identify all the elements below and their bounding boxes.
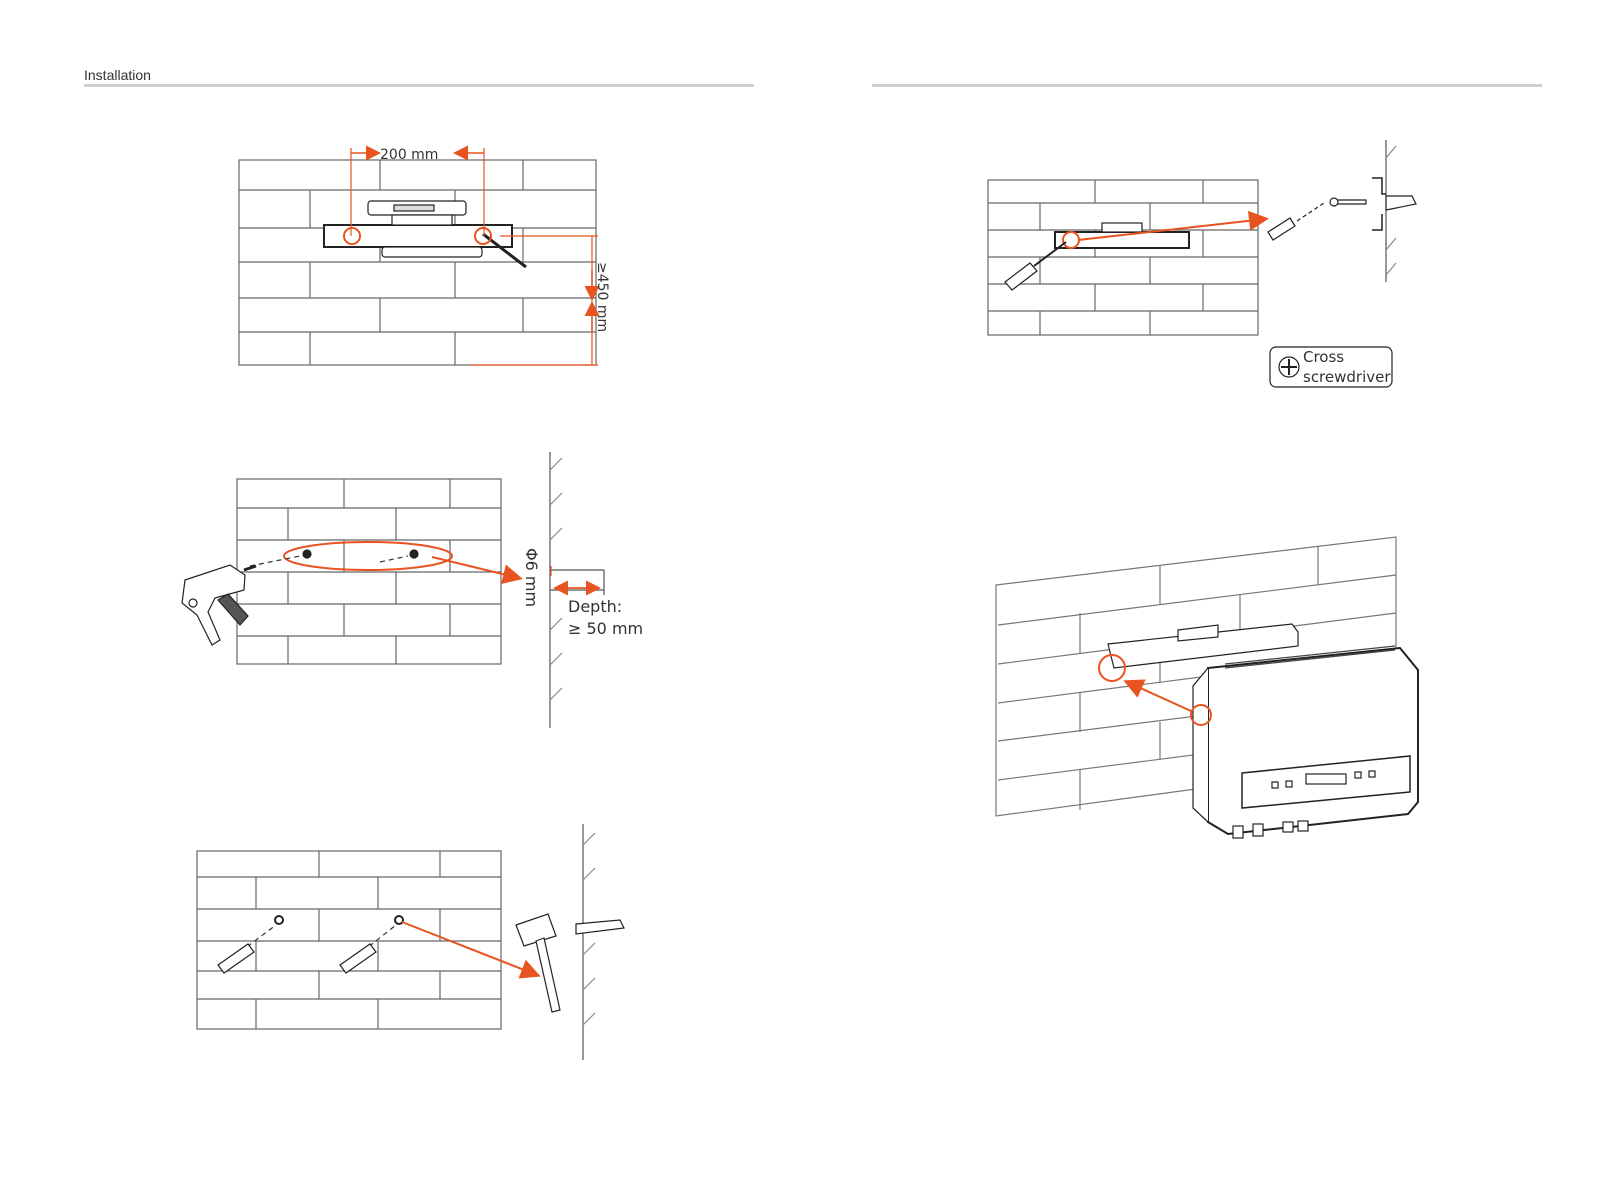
wall-plug-icon xyxy=(218,944,376,973)
figure-mark-holes xyxy=(239,148,598,365)
figure-screw-bracket xyxy=(988,140,1416,387)
dimension-450mm: ≥450 mm xyxy=(594,262,610,332)
tool-label-cross: Cross xyxy=(1303,348,1344,366)
dimension-200mm: 200 mm xyxy=(380,147,438,163)
brick-wall xyxy=(239,160,596,365)
depth-value: ≥ 50 mm xyxy=(568,619,643,638)
depth-label: Depth: xyxy=(568,597,622,616)
cross-screwdriver-icon xyxy=(1279,357,1299,377)
figure-hang-inverter xyxy=(996,537,1418,838)
screw-icon xyxy=(1268,198,1366,240)
figure-insert-plugs xyxy=(197,824,624,1060)
dimension-diameter: Φ6 mm xyxy=(522,548,541,607)
inverter-icon xyxy=(1193,646,1418,838)
drill-icon xyxy=(182,565,256,645)
hammer-icon xyxy=(516,914,560,1012)
tool-label-screwdriver: screwdriver xyxy=(1303,368,1391,386)
screwdriver-icon xyxy=(1005,242,1066,290)
